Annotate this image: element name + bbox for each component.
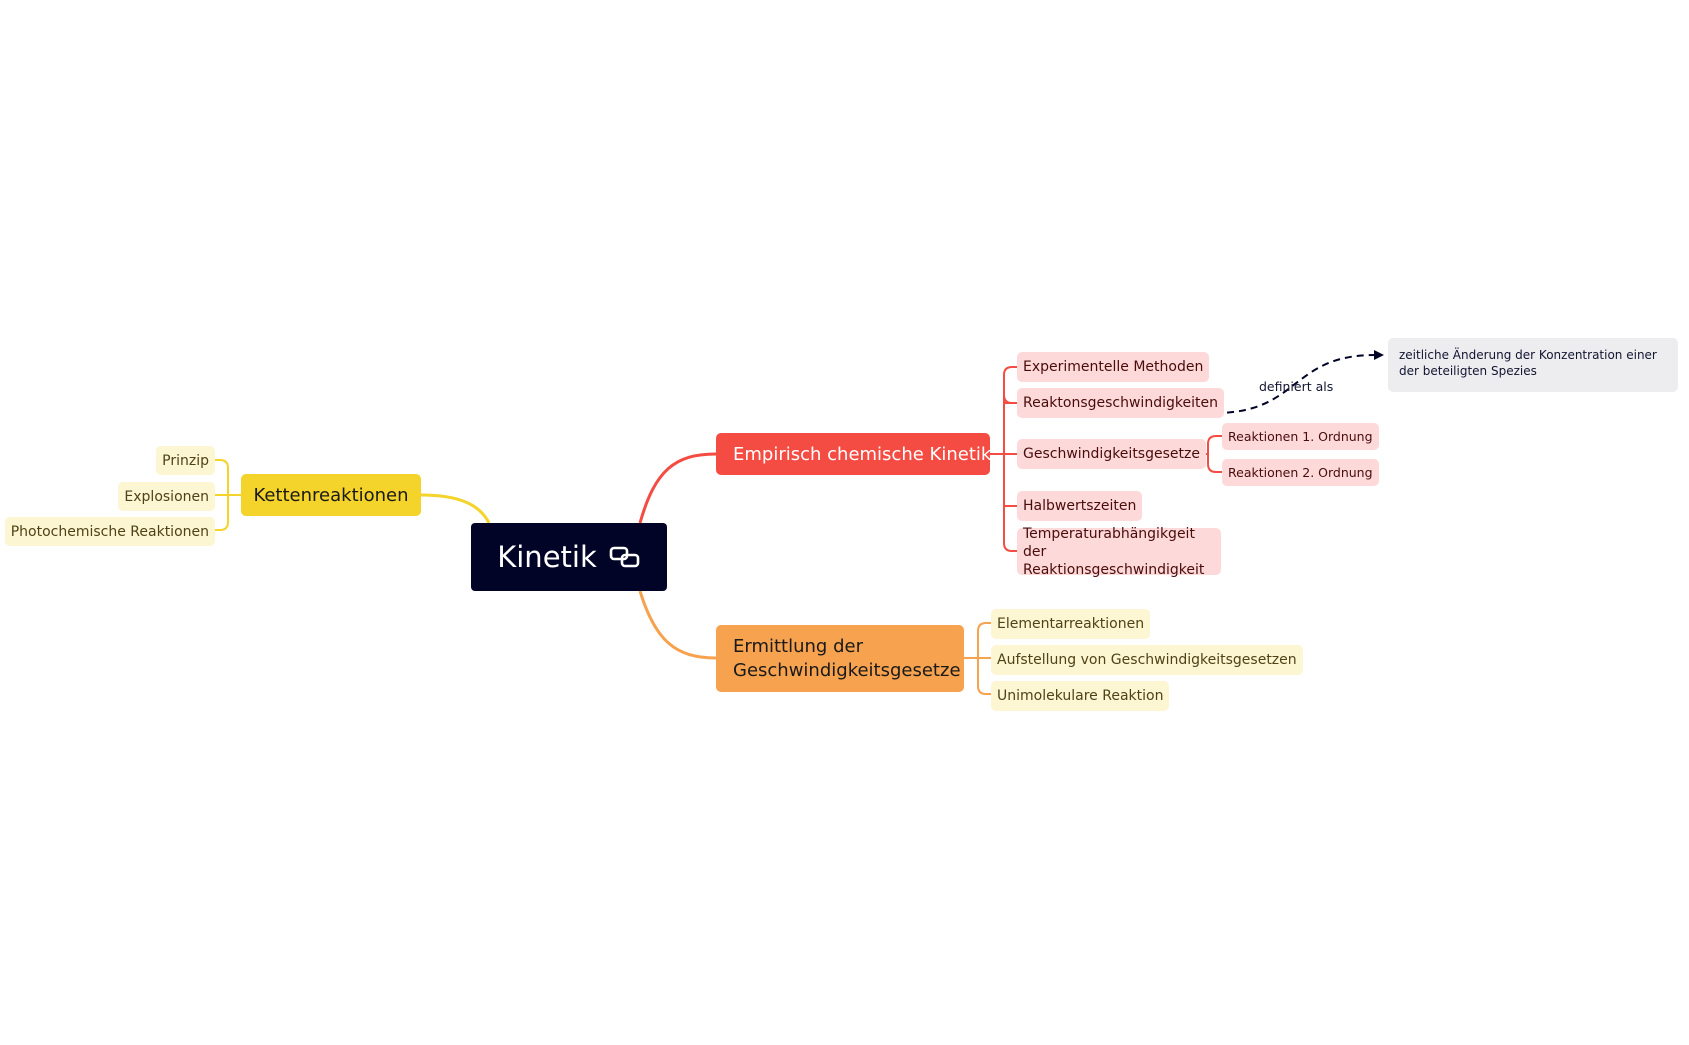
topic-ketten-label: Kettenreaktionen: [253, 484, 409, 506]
subtopic-label: Geschwindigkeitsgesetze: [1023, 446, 1200, 462]
subtopic-label: Explosionen: [124, 488, 209, 505]
link-root-ermittlung: [638, 590, 717, 660]
relationship-label[interactable]: definiert als: [1259, 379, 1334, 394]
subtopic-label: Reaktionen 2. Ordnung: [1228, 465, 1373, 480]
link-root-ketten: [420, 493, 491, 524]
bracket-ermittlung: [964, 622, 991, 695]
subtopic-label: Halbwertszeiten: [1023, 498, 1137, 514]
subtopic-label: Aufstellung von Geschwindigkeitsgesetzen: [997, 652, 1297, 668]
floating-topic-label: zeitliche Änderung der Konzentration ein…: [1399, 348, 1657, 378]
subtopic-unimolekulare-reaktion[interactable]: Unimolekulare Reaktion: [991, 681, 1170, 711]
topic-ketten[interactable]: Kettenreaktionen: [241, 474, 421, 516]
subtopic-explosionen[interactable]: Explosionen: [118, 482, 215, 511]
subtopic-label: Reaktionen 1. Ordnung: [1228, 429, 1373, 444]
bracket-ketten: [215, 459, 241, 531]
subtopic-elementarreaktionen[interactable]: Elementarreaktionen: [991, 609, 1151, 639]
subtopic-halbwertszeiten[interactable]: Halbwertszeiten: [1017, 491, 1143, 521]
relationship-line: [1214, 354, 1376, 414]
subtopic-label: Reaktonsgeschwindigkeiten: [1023, 395, 1218, 411]
subtopic-reaktonsgeschwindigkeiten[interactable]: Reaktonsgeschwindigkeiten: [1017, 388, 1224, 418]
subtopic-label: Temperaturabhängikgeit der Reaktionsgesc…: [1023, 525, 1205, 578]
subtopic-label: Unimolekulare Reaktion: [997, 688, 1164, 704]
subtopic-label: Elementarreaktionen: [997, 616, 1145, 632]
subtopic-label: Photochemische Reaktionen: [10, 523, 209, 540]
subtopic-experimentelle-methoden[interactable]: Experimentelle Methoden: [1017, 352, 1210, 382]
subtopic-temperaturabhaengigkeit[interactable]: Temperaturabhängikgeit der Reaktionsgesc…: [1017, 526, 1221, 578]
subtopic-label: Prinzip: [162, 452, 209, 469]
linked-map-icon[interactable]: [609, 546, 641, 568]
subtopic-prinzip[interactable]: Prinzip: [156, 446, 215, 475]
topic-ermittlung[interactable]: Ermittlung der Geschwindigkeitsgesetze: [716, 625, 964, 692]
relationship-arrowhead: [1374, 350, 1384, 360]
floating-topic-definition[interactable]: zeitliche Änderung der Konzentration ein…: [1388, 338, 1678, 392]
topic-ermittlung-label: Ermittlung der Geschwindigkeitsgesetze: [733, 635, 961, 681]
root-label: Kinetik: [497, 540, 597, 574]
subtopic-label: Experimentelle Methoden: [1023, 359, 1204, 375]
topic-empirisch[interactable]: Empirisch chemische Kinetik: [716, 433, 992, 475]
link-root-empirisch: [638, 452, 717, 524]
subtopic-geschwindigkeitsgesetze[interactable]: Geschwindigkeitsgesetze: [1017, 439, 1206, 469]
root-topic[interactable]: Kinetik: [471, 523, 667, 591]
subtopic-reaktionen-1-ordnung[interactable]: Reaktionen 1. Ordnung: [1222, 423, 1379, 450]
subtopic-aufstellung[interactable]: Aufstellung von Geschwindigkeitsgesetzen: [991, 645, 1303, 675]
bracket-empirisch: [990, 366, 1017, 552]
topic-empirisch-label: Empirisch chemische Kinetik: [733, 443, 992, 465]
subtopic-photochemische-reaktionen[interactable]: Photochemische Reaktionen: [4, 517, 215, 546]
subtopic-reaktionen-2-ordnung[interactable]: Reaktionen 2. Ordnung: [1222, 459, 1379, 486]
